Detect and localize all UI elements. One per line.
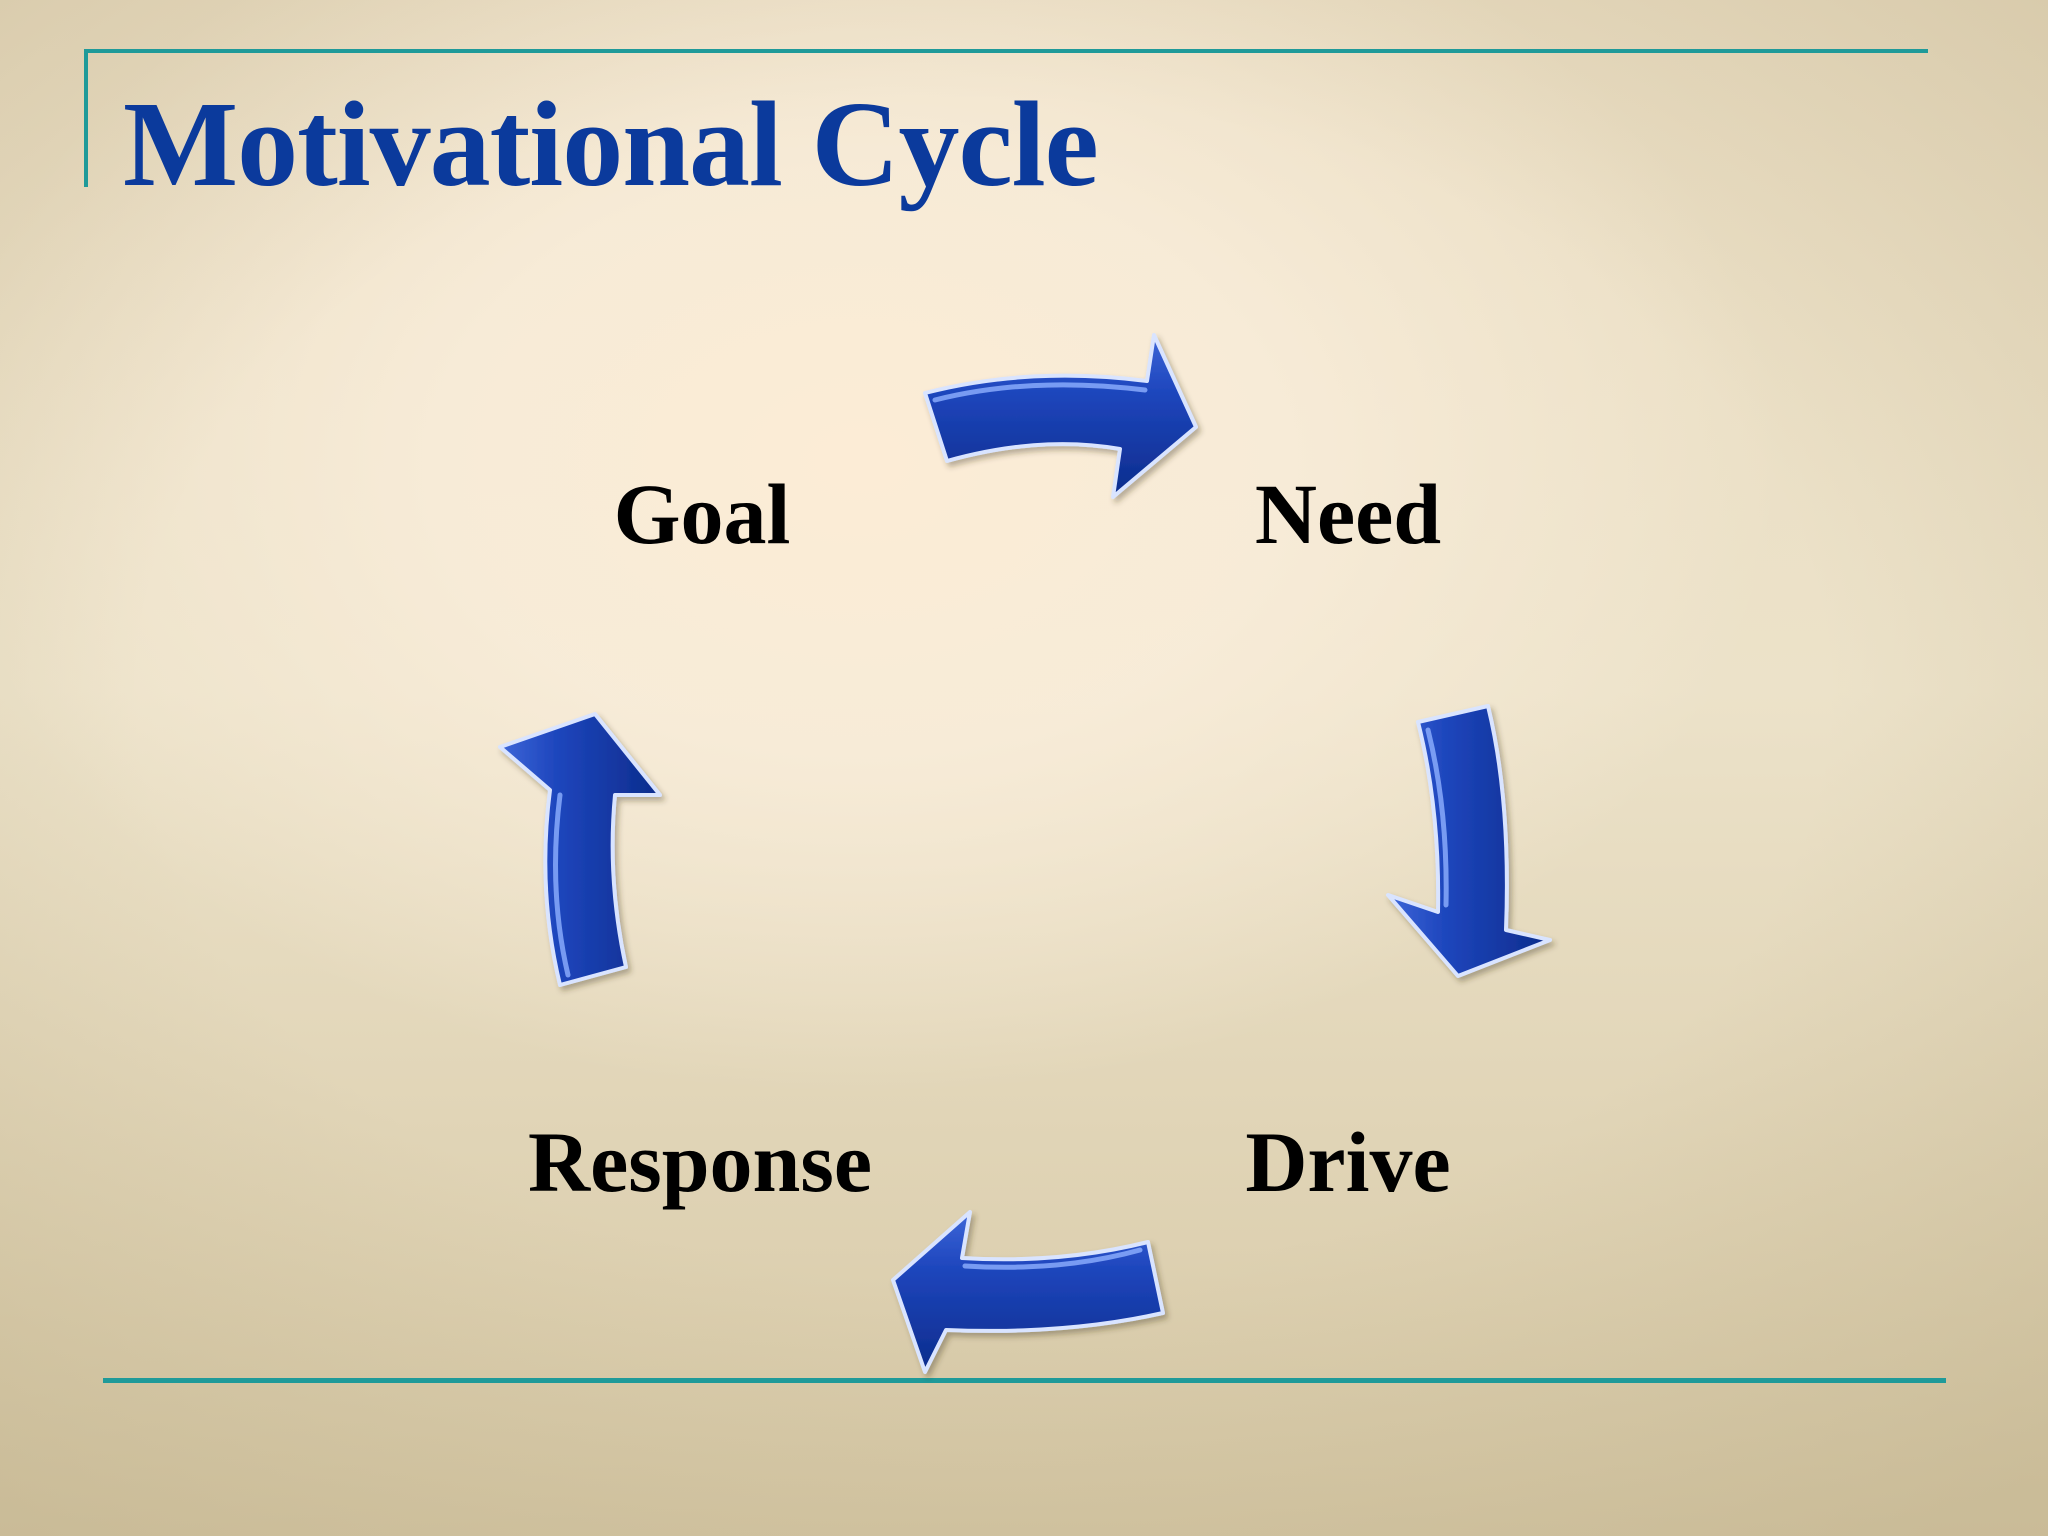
node-need-label: Need [1254,466,1442,562]
top-accent-rule [84,49,1928,53]
arrow-up-icon [498,712,662,987]
arrow-down-icon [1386,704,1552,978]
arrow-left-icon [891,1210,1165,1374]
node-drive-label: Drive [1245,1114,1451,1210]
node-goal-label: Goal [613,466,791,562]
arrow-right-icon [923,333,1198,499]
slide-title: Motivational Cycle [123,77,1099,212]
node-response-label: Response [527,1114,873,1210]
left-accent-rule [84,49,88,187]
bottom-accent-rule [103,1378,1946,1383]
